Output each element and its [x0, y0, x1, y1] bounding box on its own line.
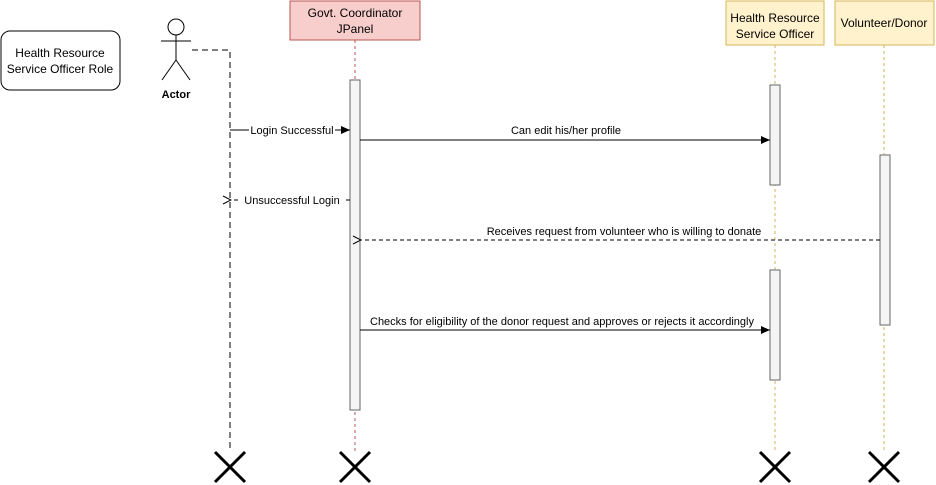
- govt-activation-bar: [349, 79, 361, 411]
- hrso-destroy-icon: [758, 450, 792, 484]
- hrso-activation-bar-2: [769, 269, 781, 381]
- actor-icon: [161, 18, 191, 81]
- participant-health-resource-officer: Health Resource Service Officer: [725, 0, 825, 46]
- edit-profile-label: Can edit his/her profile: [511, 125, 621, 137]
- participant-govt-line1: Govt. Coordinator: [308, 6, 403, 20]
- check-eligibility-label: Checks for eligibility of the donor requ…: [370, 316, 754, 328]
- participant-volunteer-donor: Volunteer/Donor: [834, 0, 935, 46]
- role-note-line1: Health Resource: [15, 46, 105, 60]
- participant-hrso-line1: Health Resource: [730, 11, 820, 25]
- participant-govt-coordinator: Govt. Coordinator JPanel: [289, 0, 421, 41]
- participant-govt-line2: JPanel: [337, 22, 374, 36]
- actor-label: Actor: [162, 89, 191, 101]
- participant-govt-box: [289, 0, 421, 41]
- donor-destroy-icon: [867, 450, 901, 484]
- actor-destroy-icon: [213, 450, 247, 484]
- role-note-line2: Service Officer Role: [7, 62, 114, 76]
- login-success-label: Login Successful: [250, 125, 333, 137]
- role-note: Health Resource Service Officer Role: [0, 30, 121, 91]
- receive-request-label: Receives request from volunteer who is w…: [487, 226, 762, 238]
- participant-donor-label: Volunteer/Donor: [841, 16, 928, 30]
- participant-donor-box: [834, 0, 935, 46]
- participant-hrso-box: [725, 0, 825, 46]
- participant-hrso-line2: Service Officer: [736, 27, 814, 41]
- donor-activation-bar: [879, 154, 891, 326]
- hrso-activation-bar-1: [769, 84, 781, 186]
- login-fail-label: Unsuccessful Login: [244, 195, 339, 207]
- actor-lifeline: [192, 49, 231, 452]
- govt-destroy-icon: [338, 450, 372, 484]
